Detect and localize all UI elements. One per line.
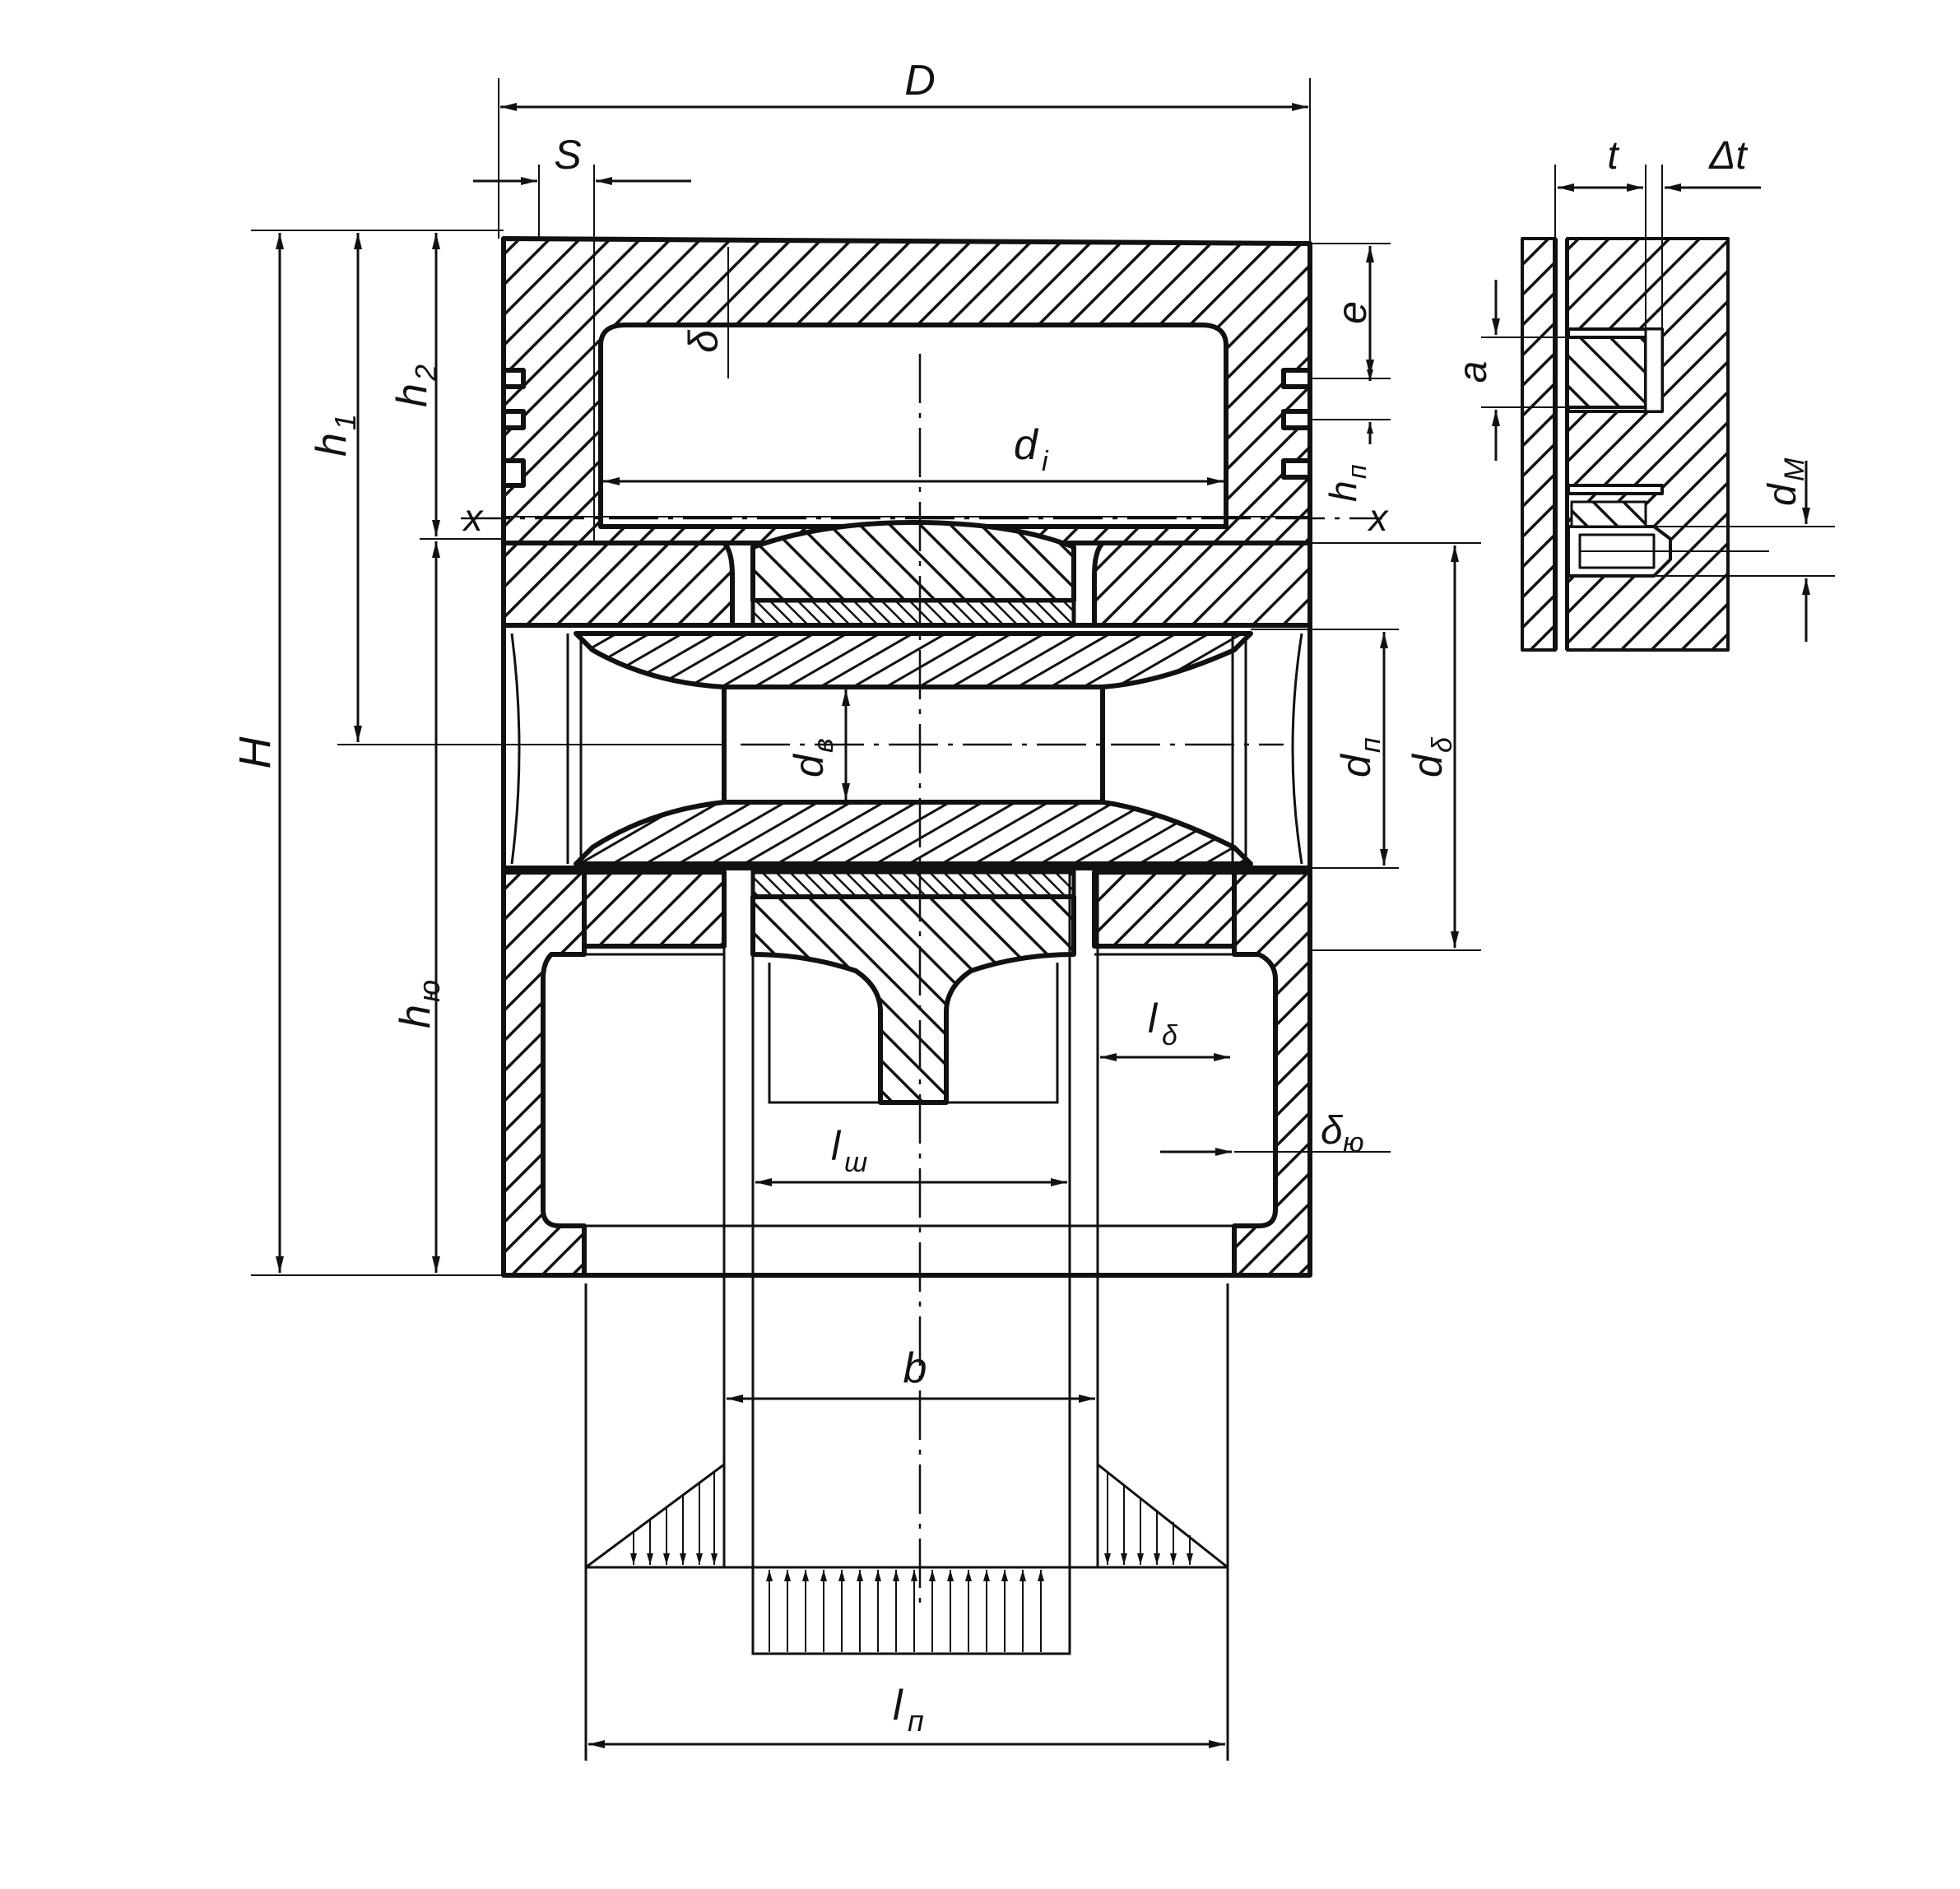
label-dp-sub: п — [1355, 737, 1386, 753]
left-triangle-arrows — [630, 1473, 718, 1565]
bushing-upper — [750, 598, 1076, 628]
label-x-right: x — [1368, 496, 1390, 539]
label-d-delta: d δ — [1405, 736, 1458, 777]
piston-pin-lower-wall — [574, 800, 1253, 866]
label-d-p: d п — [1333, 737, 1386, 777]
label-dm-sub: М — [1779, 457, 1810, 481]
label-dv-sub: в — [808, 738, 839, 753]
label-ld-main: l — [1148, 996, 1159, 1042]
left-skirt-wall-pin — [510, 633, 521, 865]
right-upper-boss — [1092, 541, 1312, 628]
left-skirt — [501, 870, 587, 1278]
label-dyu-sub: ю — [1343, 1127, 1364, 1158]
detail-piston-land — [1566, 237, 1730, 652]
label-S: S — [554, 132, 581, 178]
label-h1-main: h — [308, 433, 355, 457]
label-dp-main: d — [1333, 753, 1379, 777]
right-triangle-arrows — [1104, 1473, 1193, 1565]
labels: D S t Δt e δ h 1 h 2 h п d i x x a d М H — [230, 57, 1810, 1738]
load-diagram — [584, 872, 1229, 1761]
label-lp-main: l — [893, 1682, 903, 1729]
label-hn-sub: п — [1342, 464, 1372, 479]
detail-cylinder-wall — [1521, 237, 1557, 652]
label-H: H — [230, 736, 280, 769]
label-b: b — [903, 1344, 927, 1392]
con-rod-small-end-upper — [750, 520, 1076, 603]
rod-window-right — [946, 963, 1059, 1104]
con-rod-beam — [750, 894, 1076, 1105]
label-lsh-sub: ш — [844, 1147, 867, 1178]
label-lsh-main: l — [831, 1123, 842, 1169]
rod-load-block — [751, 1567, 1071, 1655]
label-D: D — [904, 57, 936, 104]
label-di-sub: i — [1042, 446, 1049, 477]
label-h1-sub: 1 — [328, 414, 362, 430]
label-x-left: x — [462, 496, 485, 539]
label-hn-main: h — [1321, 480, 1364, 502]
label-lp-sub: п — [908, 1704, 924, 1738]
label-delta-t: Δt — [1708, 134, 1748, 178]
label-h-n: h п — [1321, 464, 1372, 502]
label-ld-sub: δ — [1162, 1020, 1178, 1051]
label-hyu-sub: ю — [412, 980, 446, 1002]
ring-groove-detail — [1481, 165, 1835, 652]
right-skirt-wall-pin — [1291, 633, 1303, 865]
label-d-i: d i — [1014, 421, 1049, 477]
label-e: e — [1329, 301, 1375, 324]
label-l-p: l п — [893, 1682, 924, 1738]
label-dd-main: d — [1405, 753, 1451, 777]
detail-groove-clearance — [1644, 327, 1664, 413]
label-dd-sub: δ — [1427, 736, 1458, 753]
piston-pin-upper-wall — [574, 631, 1253, 689]
label-h2-main: h — [388, 383, 436, 407]
label-d-v: d в — [786, 738, 839, 777]
left-upper-boss — [501, 541, 735, 628]
label-dm-main: d — [1761, 483, 1804, 506]
label-h-yu: h ю — [392, 980, 446, 1028]
rod-load-arrows — [766, 1570, 1044, 1652]
label-h2-sub: 2 — [409, 364, 443, 382]
label-t: t — [1607, 134, 1619, 178]
label-dv-main: d — [786, 753, 832, 777]
label-h2: h 2 — [388, 364, 443, 407]
rod-window-left — [768, 963, 880, 1104]
label-delta-yu: δ ю — [1321, 1109, 1364, 1158]
label-l-sh: l ш — [831, 1123, 867, 1178]
bushing-lower — [750, 870, 1076, 899]
label-dyu-main: δ — [1321, 1109, 1344, 1153]
label-di-main: d — [1014, 421, 1039, 469]
detail-piston-ring — [1566, 336, 1647, 409]
piston-body — [501, 236, 1312, 1278]
crown-inner-cavity — [598, 323, 1228, 529]
left-load-triangle — [585, 1462, 726, 1569]
label-d-m: d М — [1761, 457, 1810, 506]
dimensions — [251, 78, 1481, 1748]
label-a: a — [1451, 361, 1495, 383]
label-h1: h 1 — [308, 414, 362, 457]
right-load-triangle — [1096, 1461, 1228, 1569]
right-skirt — [1232, 870, 1312, 1278]
detail-oil-ring — [1570, 500, 1647, 528]
label-delta: δ — [680, 329, 727, 353]
label-hyu-main: h — [392, 1005, 439, 1028]
label-l-delta: l δ — [1148, 996, 1178, 1051]
